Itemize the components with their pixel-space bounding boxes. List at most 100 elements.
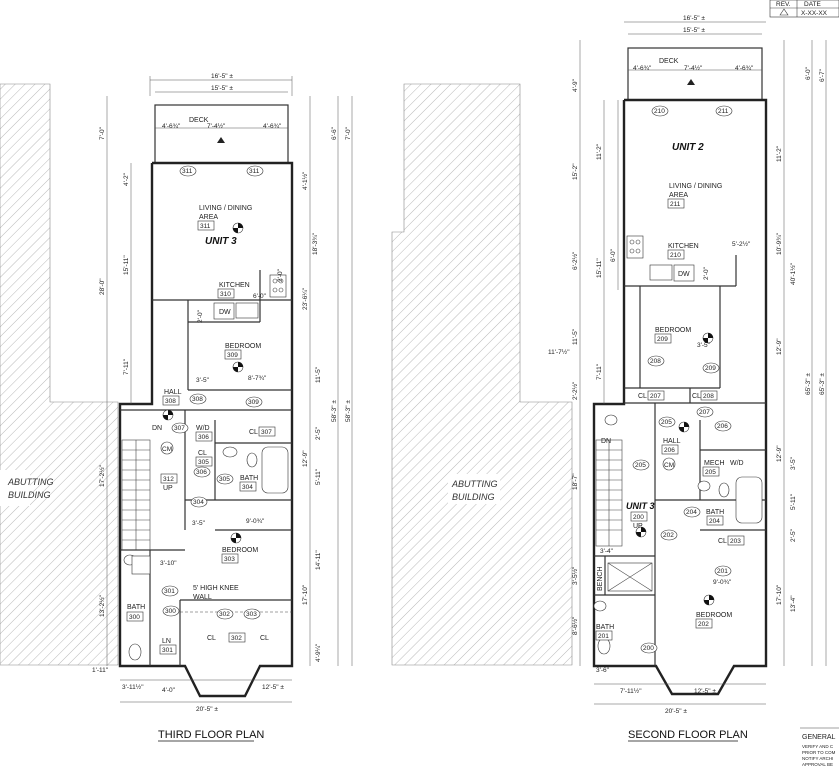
third-bath-304-label: BATH — [240, 475, 258, 482]
dim-third-right-49: 4'-9¼" — [315, 643, 322, 662]
door-tag: 300 — [165, 608, 176, 615]
second-bedroom-202-tag: 202 — [698, 621, 709, 628]
dim-third-right-25: 2'-5" — [315, 426, 322, 440]
notes-line-3: NOTIFY ARCHI — [802, 756, 833, 761]
dim-second-left-1511: 15'-11" — [596, 258, 603, 278]
door-tag: 308 — [192, 396, 203, 403]
dim-third-left-7: 7'-0" — [99, 126, 106, 140]
abutting-building-left: ABUTTING BUILDING — [0, 83, 119, 666]
second-hall-tag: 206 — [664, 447, 675, 454]
second-kitchen-label: KITCHEN — [668, 243, 699, 250]
date-value: X-XX-XX — [801, 10, 828, 17]
third-cl-305-tag: 305 — [198, 459, 209, 466]
third-dn-label: DN — [152, 425, 162, 432]
dim-third-bot-125: 12'-5" ± — [262, 684, 284, 691]
dim-second-left-115: 11'-5" — [572, 328, 579, 345]
dim-second-left-22: 2'-2½" — [571, 381, 579, 400]
second-unit3-label: UNIT 3 — [626, 501, 655, 511]
third-stair — [121, 439, 151, 551]
third-living-label-2: AREA — [199, 214, 218, 221]
dim-third-right-583b: 58'-3" ± — [345, 400, 352, 422]
dim-second-right-511: 5'-11" — [790, 493, 797, 510]
door-tag: 311 — [249, 168, 260, 175]
second-range-icon — [626, 235, 644, 259]
second-unit3-tag: 200 — [633, 514, 644, 521]
deck-light-icon — [687, 79, 695, 85]
dim-second-left-34: 3'-4" — [600, 548, 614, 555]
second-bath-201-tag: 201 — [598, 633, 609, 640]
second-bedroom-202-label: BEDROOM — [696, 612, 732, 619]
dim-third-left-711: 7'-11" — [123, 358, 130, 375]
second-cl-208-tag: 208 — [703, 393, 714, 400]
dim-second-right-653a: 65'-3" ± — [805, 373, 812, 395]
dim-second-left-711: 7'-11" — [596, 363, 603, 380]
second-toilet-201-icon — [597, 637, 611, 655]
dim-third-right-115: 11'-5" — [315, 366, 322, 383]
door-tag: 205 — [635, 462, 646, 469]
third-dw-label: DW — [219, 309, 231, 316]
second-floor-plan: 16'-5" ± 15'-5" ± DECK 4'-6¾" 7'-4½" 4'-… — [548, 15, 827, 742]
third-floor-title: THIRD FLOOR PLAN — [158, 729, 264, 741]
third-knee-wall-label-2: WALL — [193, 594, 212, 601]
dim-third-in-35a: 3'-5" — [196, 377, 210, 384]
dim-second-left-36: 3'-6" — [596, 667, 610, 674]
third-living-label-1: LIVING / DINING — [199, 205, 252, 212]
third-wd-label: W/D — [196, 425, 210, 432]
third-stair-tag: 312 — [163, 476, 174, 483]
third-cl-305-label: CL — [198, 450, 207, 457]
door-tag: 205 — [661, 419, 672, 426]
third-cm-label: CM — [162, 446, 172, 453]
third-cl-302-tag: 302 — [231, 635, 242, 642]
third-unit-label: UNIT 3 — [205, 236, 237, 247]
third-toilet-300-icon — [128, 643, 142, 661]
dim-second-in-90: 9'-0¾" — [713, 579, 732, 586]
second-bedroom-209-label: BEDROOM — [655, 327, 691, 334]
second-lavatory-hall-icon — [604, 414, 618, 426]
abutting-label-left-1: ABUTTING — [7, 477, 54, 487]
dim-third-right-236: 23'-6¼" — [302, 287, 309, 310]
door-tag: 207 — [699, 409, 710, 416]
dim-third-left-172: 17'-2½" — [98, 464, 106, 487]
dim-second-right-129b: 12'-9" — [776, 445, 783, 462]
third-bath-300-tag: 300 — [129, 614, 140, 621]
dim-third-left-42: 4'-2" — [123, 172, 130, 186]
door-tag: 200 — [643, 645, 654, 652]
third-hall-tag: 308 — [165, 398, 176, 405]
second-lavatory-icon — [697, 480, 711, 492]
dim-third-right-60: 6'-0" — [253, 293, 267, 300]
dim-second-top-2: 15'-5" ± — [683, 27, 705, 34]
second-lavatory-201-icon — [593, 600, 607, 612]
second-bench-label: BENCH — [597, 566, 604, 591]
dim-second-deck-right: 4'-6¾" — [735, 65, 754, 72]
dim-second-right-109: 10'-9¾" — [776, 232, 783, 255]
door-tag: 305 — [219, 476, 230, 483]
dim-second-right-60: 6'-0" — [805, 66, 812, 80]
door-tag: 211 — [718, 108, 729, 115]
second-mech-tag: 205 — [705, 469, 716, 476]
dim-third-deck-mid: 7'-4½" — [207, 122, 226, 130]
dim-third-right-183: 18'-3¾" — [312, 232, 319, 255]
door-tag: 309 — [248, 399, 259, 406]
second-living-tag: 211 — [670, 201, 681, 208]
second-cl-208-label: CL — [692, 393, 701, 400]
second-living-label-1: LIVING / DINING — [669, 183, 722, 190]
dim-second-left-35: 3'-5½" — [571, 566, 579, 585]
dim-third-right-66: 6'-6" — [331, 126, 338, 140]
dim-second-right-134: 13'-4" — [790, 595, 797, 612]
dim-third-right-70: 7'-0" — [345, 126, 352, 140]
dim-second-right-20: 2'-0" — [703, 266, 710, 280]
dim-third-in-35b: 3'-5" — [192, 520, 206, 527]
third-toilet-icon — [246, 452, 258, 468]
third-kitchen-tag: 310 — [220, 291, 231, 298]
dim-third-right-129: 12'-9" — [302, 450, 309, 467]
general-notes-title: GENERAL — [802, 734, 836, 741]
dim-third-in-20b: 2'-0" — [277, 268, 284, 282]
dim-third-right-1411: 14'-11" — [315, 550, 322, 570]
notes-line-4: APPROVAL BE — [802, 762, 833, 767]
second-dw-label: DW — [678, 271, 690, 278]
revision-triangle-icon — [779, 8, 789, 16]
third-bath-300-label: BATH — [127, 604, 145, 611]
second-bath-204-label: BATH — [706, 509, 724, 516]
second-wd-label: W/D — [730, 460, 744, 467]
dim-third-right-511: 5'-11" — [315, 468, 322, 485]
